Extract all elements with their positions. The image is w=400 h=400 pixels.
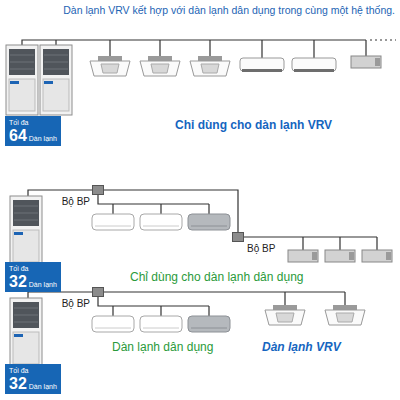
section-label: Dàn lạnh dân dụng: [112, 340, 213, 355]
ceiling-unit: [240, 58, 284, 72]
pipe-continues: [370, 39, 396, 40]
badge-caption: Tối đa: [9, 264, 57, 273]
duct-unit: [288, 250, 318, 262]
capacity-badge: Tối đa32Dàn lạnh: [5, 364, 61, 394]
badge-caption: Dàn lạnh: [29, 134, 57, 143]
wall-unit: [140, 214, 182, 230]
capacity-badge: Tối đa32Dàn lạnh: [5, 262, 61, 292]
refrigerant-pipe: [104, 190, 238, 232]
wall-unit: [140, 316, 182, 332]
badge-caption: Tối đa: [9, 366, 57, 375]
bp-unit: Bộ BP: [62, 287, 104, 310]
section-label: Chỉ dùng cho dàn lạnh dân dụng: [130, 270, 303, 285]
bp-label: Bộ BP: [62, 297, 90, 310]
outdoor-unit: [10, 196, 42, 266]
duct-unit: [351, 56, 381, 68]
badge-row: 32Dàn lạnh: [9, 375, 57, 392]
duct-unit: [325, 250, 355, 262]
wall-unit-silver: [188, 214, 230, 230]
outdoor-unit: [10, 298, 42, 368]
duct-unit: [362, 250, 392, 262]
bp-label: Bộ BP: [247, 242, 275, 255]
wall-unit: [92, 214, 134, 230]
wall-unit: [92, 316, 134, 332]
cassette-unit: [90, 56, 130, 76]
refrigerant-pipe: [22, 40, 366, 58]
bp-box: [92, 287, 104, 297]
outdoor-unit: [40, 45, 72, 115]
refrigerant-pipe: [28, 190, 377, 250]
bp-unit: Bộ BP: [232, 232, 275, 255]
bp-box: [232, 232, 244, 242]
badge-row: 64Dàn lạnh: [9, 127, 57, 144]
cassette-unit: [190, 56, 230, 76]
badge-row: 32Dàn lạnh: [9, 273, 57, 290]
cassette-unit: [265, 305, 305, 325]
ceiling-unit: [292, 58, 336, 72]
cassette-unit: [140, 56, 180, 76]
diagram-title: Dàn lạnh VRV kết hợp với dàn lạnh dân dụ…: [63, 4, 395, 17]
bp-unit: Bộ BP: [62, 185, 104, 208]
badge-caption: Dàn lạnh: [29, 280, 57, 289]
section-label: Dàn lạnh VRV: [262, 340, 341, 355]
unit-count: 32: [9, 273, 27, 290]
section-label: Chỉ dùng cho dàn lạnh VRV: [175, 118, 332, 133]
cassette-unit: [325, 305, 365, 325]
wall-unit-silver: [188, 316, 230, 332]
bp-label: Bộ BP: [62, 195, 90, 208]
unit-count: 32: [9, 375, 27, 392]
bp-box: [92, 185, 104, 195]
outdoor-unit: [6, 45, 38, 115]
badge-caption: Dàn lạnh: [29, 382, 57, 391]
badge-caption: Tối đa: [9, 118, 57, 127]
unit-count: 64: [9, 127, 27, 144]
capacity-badge: Tối đa64Dàn lạnh: [5, 116, 61, 146]
